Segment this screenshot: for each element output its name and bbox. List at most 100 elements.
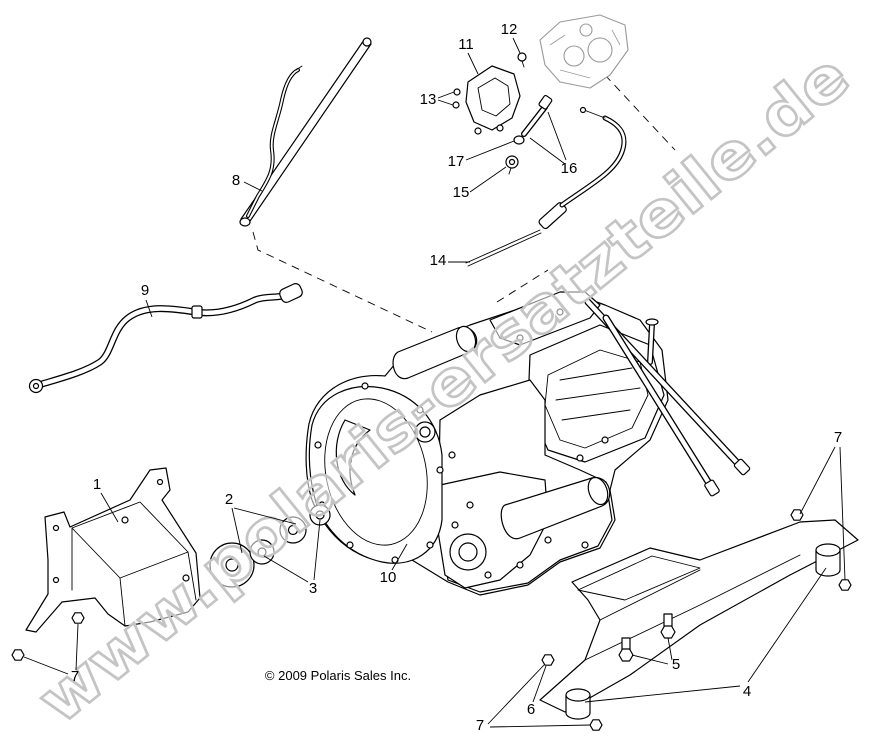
nut-6 xyxy=(541,654,555,666)
callout-8: 8 xyxy=(232,172,240,189)
bolt xyxy=(436,466,444,474)
leader-8 xyxy=(243,181,263,192)
dipstick-tube-bottom-end xyxy=(239,217,251,227)
throttle-body-reference xyxy=(539,14,629,89)
bolt-5-b-head xyxy=(660,625,676,639)
leader-6 xyxy=(532,665,547,703)
plate-4-flange xyxy=(577,555,701,601)
bracket-1-hole xyxy=(52,576,60,584)
intake-alignment-line xyxy=(496,269,549,303)
washer-large-left-hole xyxy=(225,558,239,572)
throttle-body-pulley xyxy=(563,45,585,67)
leader-15 xyxy=(469,166,507,193)
part-12-screw xyxy=(517,52,527,68)
rubber-mount-right-body xyxy=(815,549,841,577)
cable-14-barrel-end xyxy=(579,106,587,114)
engine-valve-cover xyxy=(544,349,649,449)
rubber-mount-left-top xyxy=(565,688,591,702)
part-9-cable xyxy=(28,283,303,394)
nut-7-left-outer xyxy=(11,649,25,661)
part-4-mount-plate xyxy=(539,519,859,720)
screw-12-head xyxy=(517,52,527,62)
bolt xyxy=(391,556,399,564)
leader-lines xyxy=(23,37,846,728)
bolt xyxy=(581,541,589,549)
bolt xyxy=(416,406,424,414)
screw-13-a xyxy=(453,88,461,96)
callout-7-bottom: 7 xyxy=(476,717,484,734)
leader-7-left xyxy=(23,623,79,675)
bolt-5-a-head xyxy=(618,648,634,662)
bolt xyxy=(466,501,474,509)
washer-right-hole xyxy=(315,510,325,520)
callouts: 1 2 3 4 5 6 7 7 7 8 9 10 11 12 13 14 15 … xyxy=(71,21,842,734)
leader-9 xyxy=(145,299,153,318)
engine-bolts xyxy=(314,308,609,579)
cable-14-wire-end xyxy=(465,229,542,267)
nut-7-right-bottom xyxy=(838,579,852,591)
callout-4: 4 xyxy=(743,683,751,700)
rubber-mount-left-body xyxy=(565,694,591,720)
hose-lower xyxy=(603,315,715,491)
rubber-mount-right-top xyxy=(815,543,841,557)
engine-hoses xyxy=(584,298,751,497)
plate-4-outline xyxy=(539,519,859,713)
watermark: www.polaris-ersatzteile.de xyxy=(24,39,863,738)
bolt xyxy=(516,561,524,569)
callout-6: 6 xyxy=(527,701,535,718)
callout-15: 15 xyxy=(453,184,470,201)
bolt-5-a-shank xyxy=(621,637,631,651)
callout-14: 14 xyxy=(430,252,447,269)
screw-13-b xyxy=(452,101,460,109)
cable-14-inner-wire xyxy=(583,109,606,119)
bracket-1-hole xyxy=(52,524,60,532)
bolt xyxy=(484,571,492,579)
leader-2 xyxy=(231,507,297,554)
callout-1: 1 xyxy=(93,476,101,493)
part-15-fitting xyxy=(505,155,519,175)
bolt xyxy=(544,536,552,544)
engine-breather xyxy=(645,318,659,365)
engine-output-shaft-center xyxy=(458,542,478,562)
dipstick-tube xyxy=(240,39,372,225)
bracket-1-edges xyxy=(71,527,197,627)
clamp-17 xyxy=(513,135,525,145)
cover-outline xyxy=(465,65,521,131)
dashed-alignment-lines xyxy=(252,74,676,333)
leader-7-right xyxy=(799,446,846,581)
callout-9: 9 xyxy=(141,282,149,299)
rubber-mount-right xyxy=(815,543,841,577)
cable-9-ring-terminal-hole xyxy=(32,382,40,390)
rubber-mount-left xyxy=(565,688,591,720)
leader-12 xyxy=(512,37,521,54)
engine-valve-cover-ribs xyxy=(555,367,641,421)
callout-5: 5 xyxy=(672,656,680,673)
bolt xyxy=(361,382,369,390)
bolt xyxy=(556,308,564,316)
callout-17: 17 xyxy=(448,153,465,170)
part-14-throttle-cable xyxy=(465,106,627,267)
dipstick-rod xyxy=(247,69,299,217)
callout-7-right: 7 xyxy=(834,429,842,446)
breather-tube xyxy=(648,322,654,364)
callout-10: 10 xyxy=(380,569,397,586)
cable-9-clip xyxy=(191,305,203,319)
bracket-1-hole xyxy=(121,516,129,524)
leader-11 xyxy=(467,52,479,75)
callout-3: 3 xyxy=(309,580,317,597)
nut-7-right-top xyxy=(790,509,804,521)
engine-drain-plug-center xyxy=(419,426,431,438)
bushing-left-hole xyxy=(257,547,267,557)
part-17-clamp xyxy=(513,135,525,145)
cover-inner-face xyxy=(477,77,511,117)
engine-starter-motor xyxy=(500,477,611,540)
throttle-body-bore xyxy=(587,37,613,63)
engine-cvt-cover-face xyxy=(324,398,428,546)
bolt xyxy=(516,334,524,342)
bolt xyxy=(426,541,434,549)
callout-13: 13 xyxy=(420,91,437,108)
engine-cvt-duct xyxy=(335,419,371,496)
bracket-1-outline xyxy=(25,467,201,633)
screw-13-d xyxy=(496,124,504,132)
